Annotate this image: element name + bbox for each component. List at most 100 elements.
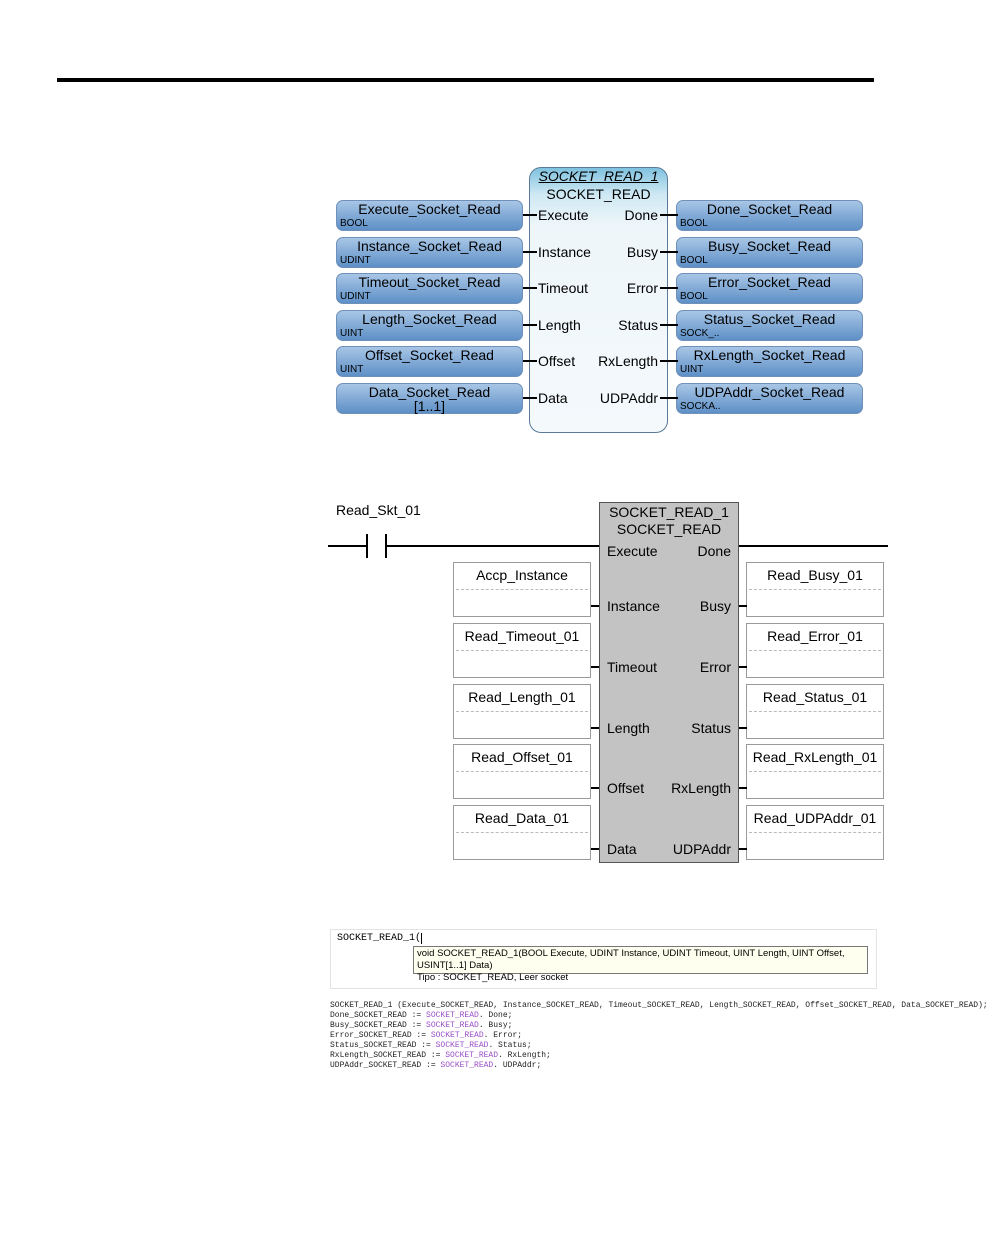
output-variable-name: RxLength_Socket_Read xyxy=(693,347,846,363)
input-wire xyxy=(523,324,537,326)
box-divider xyxy=(456,771,588,772)
code-keyword: SOCKET_READ xyxy=(430,1031,484,1040)
ladder-block-type: SOCKET_READ xyxy=(616,521,722,537)
ladder-out-pin: RxLength xyxy=(671,780,731,796)
box-divider xyxy=(456,589,588,590)
input-variable-box[interactable]: Accp_Instance xyxy=(453,562,591,617)
ladder-in-pin: Timeout xyxy=(607,659,658,675)
input-variable-name: Timeout_Socket_Read xyxy=(358,274,501,290)
contact-left-bar[interactable] xyxy=(366,534,368,558)
code-text: Error_SOCKET_READ := xyxy=(330,1031,431,1040)
fbd-input-pin: Data xyxy=(538,390,568,406)
input-variable-name: Execute_Socket_Read xyxy=(358,201,501,217)
code-line[interactable]: UDPAddr_SOCKET_READ := SOCKET_READ. UDPA… xyxy=(330,1061,988,1071)
fbd-input-pin: Timeout xyxy=(538,280,589,296)
input-variable-type: [1..1] xyxy=(413,398,446,414)
output-variable-type: SOCKA.. xyxy=(680,401,721,412)
output-variable-wire xyxy=(739,666,747,668)
input-wire xyxy=(523,397,537,399)
code-member: . RxLength; xyxy=(498,1051,551,1060)
output-variable-box[interactable]: Read_RxLength_01 xyxy=(746,744,884,799)
code-line[interactable]: Done_SOCKET_READ := SOCKET_READ. Done; xyxy=(330,1011,988,1021)
input-wire xyxy=(523,287,537,289)
output-variable-box[interactable]: Read_Status_01 xyxy=(746,684,884,739)
code-keyword: SOCKET_READ xyxy=(445,1051,499,1060)
box-divider xyxy=(749,771,881,772)
box-divider xyxy=(456,832,588,833)
input-variable-box[interactable]: Read_Data_01 xyxy=(453,805,591,860)
fbd-input-pin: Length xyxy=(538,317,581,333)
code-text: RxLength_SOCKET_READ := xyxy=(330,1051,446,1060)
input-variable-name: Read_Timeout_01 xyxy=(464,628,580,644)
ladder-out-pin: Busy xyxy=(699,598,731,614)
input-variable-name: Data_Socket_Read xyxy=(368,384,491,400)
st-caller-text[interactable]: SOCKET_READ_1( xyxy=(337,933,429,944)
input-variable-6[interactable]: Data_Socket_Read[1..1] xyxy=(336,383,523,414)
tooltip-type: Tipo : SOCKET_READ, Leer socket xyxy=(417,972,569,983)
code-line[interactable]: RxLength_SOCKET_READ := SOCKET_READ. RxL… xyxy=(330,1051,988,1061)
input-variable-name: Instance_Socket_Read xyxy=(357,238,502,254)
input-variable-wire xyxy=(591,727,599,729)
input-variable-box[interactable]: Read_Length_01 xyxy=(453,684,591,739)
input-variable-type: BOOL xyxy=(340,218,368,229)
code-line[interactable]: Busy_SOCKET_READ := SOCKET_READ. Busy; xyxy=(330,1021,988,1031)
rung-wire xyxy=(328,545,366,547)
code-line[interactable]: SOCKET_READ_1 (Execute_SOCKET_READ, Inst… xyxy=(330,1001,988,1011)
input-variable-name: Read_Length_01 xyxy=(468,689,576,705)
output-variable-name: Done_Socket_Read xyxy=(706,201,833,217)
output-variable-wire xyxy=(739,727,747,729)
output-variable-box[interactable]: Read_Busy_01 xyxy=(746,562,884,617)
ladder-out-pin: Error xyxy=(699,659,731,675)
code-text: SOCKET_READ_1 (Execute_SOCKET_READ, Inst… xyxy=(330,1001,988,1010)
fbd-output-pin: UDPAddr xyxy=(599,390,658,406)
output-wire xyxy=(660,287,678,289)
code-keyword: SOCKET_READ xyxy=(440,1061,494,1070)
ladder-in-pin: Instance xyxy=(607,598,660,614)
st-signature-tooltip: void SOCKET_READ_1(BOOL Execute, UDINT I… xyxy=(413,946,868,983)
output-variable-type: SOCK_.. xyxy=(680,328,720,339)
rung-wire xyxy=(387,545,599,547)
input-variable-box[interactable]: Read_Offset_01 xyxy=(453,744,591,799)
output-variable-name: Error_Socket_Read xyxy=(708,274,831,290)
output-variable-name: Busy_Socket_Read xyxy=(708,238,831,254)
input-variable-box[interactable]: Read_Timeout_01 xyxy=(453,623,591,678)
code-text: Busy_SOCKET_READ := xyxy=(330,1021,427,1030)
input-variable-type: UINT xyxy=(340,364,364,375)
input-variable-type: UDINT xyxy=(340,255,371,266)
code-line[interactable]: Error_SOCKET_READ := SOCKET_READ. Error; xyxy=(330,1031,988,1041)
pin-execute: Execute xyxy=(607,543,658,559)
box-divider xyxy=(749,650,881,651)
input-wire xyxy=(523,214,537,216)
ladder-function-block[interactable]: SOCKET_READ_1 SOCKET_READ Execute Done I… xyxy=(599,502,739,863)
output-variable-wire xyxy=(739,787,747,789)
box-divider xyxy=(456,711,588,712)
contact-right-bar[interactable] xyxy=(385,534,387,558)
ladder-diagram: Read_Skt_01 SOCKET_READ_1 SOCKET_READ Ex… xyxy=(328,498,888,868)
ladder-in-pin: Offset xyxy=(607,780,645,796)
output-variable-name: Read_Busy_01 xyxy=(767,567,863,583)
output-variable-box[interactable]: Read_UDPAddr_01 xyxy=(746,805,884,860)
output-variable-box[interactable]: Read_Error_01 xyxy=(746,623,884,678)
code-keyword: SOCKET_READ xyxy=(435,1041,489,1050)
code-line[interactable]: Status_SOCKET_READ := SOCKET_READ. Statu… xyxy=(330,1041,988,1051)
code-text: Done_SOCKET_READ := xyxy=(330,1011,427,1020)
fbd-output-pin: Error xyxy=(626,280,658,296)
code-keyword: SOCKET_READ xyxy=(426,1011,479,1020)
fbd-output-pin: Busy xyxy=(626,244,658,260)
output-wire xyxy=(660,397,678,399)
st-editor[interactable]: SOCKET_READ_1( void SOCKET_READ_1(BOOL E… xyxy=(330,929,877,989)
input-variable-name: Accp_Instance xyxy=(476,567,568,583)
